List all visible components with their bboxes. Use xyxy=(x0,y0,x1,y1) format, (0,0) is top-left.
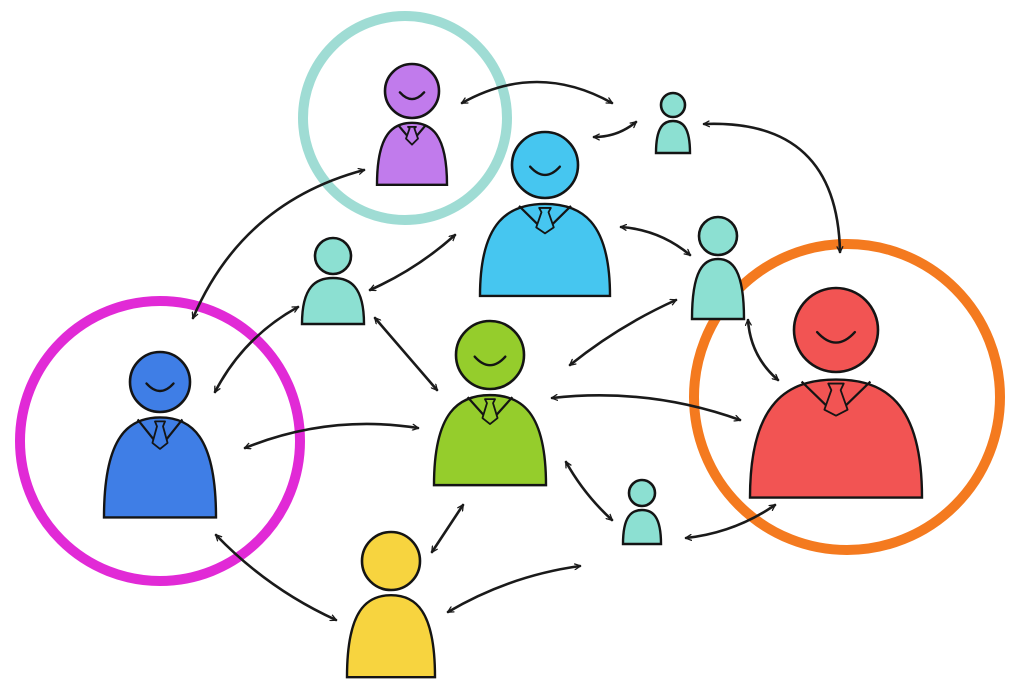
arrow-mint-person-top-to-red-manager xyxy=(702,124,840,254)
arrow-purple-manager-to-mint-person-top xyxy=(460,80,614,105)
mint-person-bottom-head xyxy=(627,478,657,508)
sky-manager-tie-icon xyxy=(535,207,555,235)
arrow-yellow-person-to-mint-person-bottom xyxy=(446,566,582,614)
sky-manager-body xyxy=(478,202,612,298)
blue-manager-smile xyxy=(145,382,175,393)
mint-person-right-head xyxy=(697,215,739,257)
blue-manager-body xyxy=(102,416,218,519)
sky-manager-figure xyxy=(478,130,612,298)
yellow-person-body xyxy=(345,594,437,679)
red-manager-body xyxy=(748,378,924,499)
sky-manager-head xyxy=(510,130,580,200)
purple-manager-head xyxy=(383,62,441,120)
mint-person-top-figure xyxy=(654,91,692,155)
arrow-green-manager-to-yellow-person xyxy=(430,503,465,554)
green-manager-figure xyxy=(432,319,548,487)
green-manager-body xyxy=(432,393,548,487)
arrow-mint-person-left-to-green-manager xyxy=(373,316,439,392)
red-manager-smile xyxy=(815,330,857,344)
arrow-blue-manager-to-green-manager xyxy=(243,422,420,448)
arrow-blue-manager-to-yellow-person xyxy=(214,533,338,622)
arrow-sky-manager-to-mint-person-top xyxy=(592,120,638,137)
purple-manager-smile xyxy=(398,91,426,101)
blue-manager-head xyxy=(128,350,192,414)
blue-manager-figure xyxy=(102,350,218,519)
arrow-sky-manager-to-mint-person-left xyxy=(368,233,457,292)
red-manager-figure xyxy=(748,286,924,499)
red-manager-head xyxy=(792,286,880,374)
purple-manager-tie-icon xyxy=(405,125,419,146)
green-manager-head xyxy=(454,319,526,391)
mint-person-left-figure xyxy=(300,236,366,326)
sky-manager-smile xyxy=(528,165,562,177)
blue-manager-tie-icon xyxy=(151,420,169,450)
mint-person-left-body xyxy=(300,276,366,326)
arrow-mint-person-right-to-red-manager xyxy=(748,318,780,382)
arrow-green-manager-to-mint-person-bottom xyxy=(564,460,614,522)
arrow-green-manager-to-red-manager xyxy=(550,395,742,420)
arrow-purple-manager-to-blue-manager xyxy=(191,170,366,320)
purple-manager-body xyxy=(375,121,449,187)
arrow-mint-person-left-to-blue-manager xyxy=(213,305,300,394)
mint-person-bottom-figure xyxy=(621,478,663,546)
purple-manager-figure xyxy=(375,62,449,187)
arrow-green-manager-to-mint-person-right xyxy=(568,298,678,367)
green-manager-smile xyxy=(473,355,507,367)
green-manager-tie-icon xyxy=(481,398,499,425)
arrow-sky-manager-to-mint-person-right xyxy=(619,227,692,257)
mint-person-right-body xyxy=(690,257,746,321)
mint-person-left-head xyxy=(313,236,353,276)
red-manager-tie-icon xyxy=(823,382,849,417)
purple-manager-ring xyxy=(298,11,512,225)
mint-person-right-figure xyxy=(690,215,746,321)
connection-arrows xyxy=(191,80,840,622)
arrow-mint-person-bottom-to-red-manager xyxy=(684,503,777,538)
mint-person-top-body xyxy=(654,119,692,155)
mint-person-top-head xyxy=(659,91,687,119)
yellow-person-head xyxy=(360,530,422,592)
people-figures xyxy=(102,62,924,679)
mint-person-bottom-body xyxy=(621,508,663,546)
yellow-person-figure xyxy=(345,530,437,679)
